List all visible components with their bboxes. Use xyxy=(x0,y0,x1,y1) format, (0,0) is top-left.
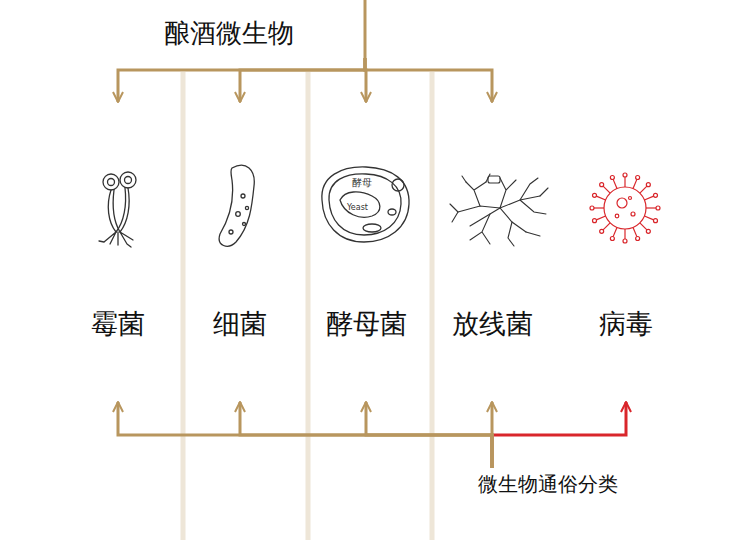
virus-spike xyxy=(594,207,604,208)
root-title: 酿酒微生物 xyxy=(164,18,372,49)
actinomycete-illustration xyxy=(450,174,548,246)
column-band xyxy=(183,72,432,540)
virus-spike xyxy=(633,179,637,188)
connector xyxy=(365,58,492,102)
virus-spike xyxy=(640,223,647,230)
virus-spike-tip xyxy=(600,229,604,233)
category-name: 病毒 xyxy=(571,308,681,340)
virus-spike xyxy=(644,196,653,200)
bacterium-illustration xyxy=(219,165,254,246)
virus-spike xyxy=(640,186,647,193)
category-name: 酵母菌 xyxy=(311,308,421,340)
connector xyxy=(118,402,492,468)
category-node: 细菌 xyxy=(185,102,295,402)
category-node: 病毒 xyxy=(571,102,681,402)
virus-spike-tip xyxy=(653,193,657,197)
connector xyxy=(240,58,365,102)
category-node: 霉菌 xyxy=(63,102,173,402)
virus-spike-tip xyxy=(646,183,650,187)
virus-spike-tip xyxy=(623,173,627,177)
classification-text: 微生物通俗分类 xyxy=(470,472,626,496)
virus-spike-tip xyxy=(593,193,597,197)
connector xyxy=(366,402,492,468)
virus-spike xyxy=(644,216,653,220)
virus-spike-tip xyxy=(636,176,640,180)
connector xyxy=(491,402,494,468)
cell-label: Yeast xyxy=(347,204,368,212)
classification-label: 微生物通俗分类 xyxy=(470,468,626,506)
virus-spike-tip xyxy=(636,236,640,240)
category-name: 霉菌 xyxy=(63,308,173,340)
virus-spike-tip xyxy=(623,239,627,243)
virus-spike xyxy=(596,216,605,220)
category-node: 放线菌 xyxy=(437,102,547,402)
virus-illustration xyxy=(590,173,660,243)
category-node: 酵母菌 xyxy=(311,102,421,402)
cell-label: 酵母 xyxy=(352,178,372,188)
root-label: 酿酒微生物 xyxy=(158,12,372,58)
virus-spike xyxy=(624,177,625,187)
connector xyxy=(118,58,365,102)
category-name: 放线菌 xyxy=(437,308,547,340)
virus-spike xyxy=(633,227,637,236)
virus-spike xyxy=(624,229,625,239)
virus-spike xyxy=(613,179,617,188)
virus-spike-tip xyxy=(610,236,614,240)
connector xyxy=(492,402,626,468)
virus-spike xyxy=(603,186,610,193)
virus-spike-tip xyxy=(590,206,594,210)
virus-spike-tip xyxy=(646,229,650,233)
virus-spike xyxy=(596,196,605,200)
virus-spike-tip xyxy=(653,219,657,223)
virus-spike-tip xyxy=(656,206,660,210)
virus-spike xyxy=(613,227,617,236)
virus-spike-tip xyxy=(593,219,597,223)
trunk-line xyxy=(364,0,367,58)
mold-illustration xyxy=(99,172,136,247)
virus-spike-tip xyxy=(600,183,604,187)
yeast-illustration xyxy=(322,167,409,242)
virus-spike xyxy=(646,207,656,208)
category-name: 细菌 xyxy=(185,308,295,340)
connector xyxy=(240,402,492,468)
virus-spike xyxy=(603,223,610,230)
virus-spike-tip xyxy=(610,176,614,180)
